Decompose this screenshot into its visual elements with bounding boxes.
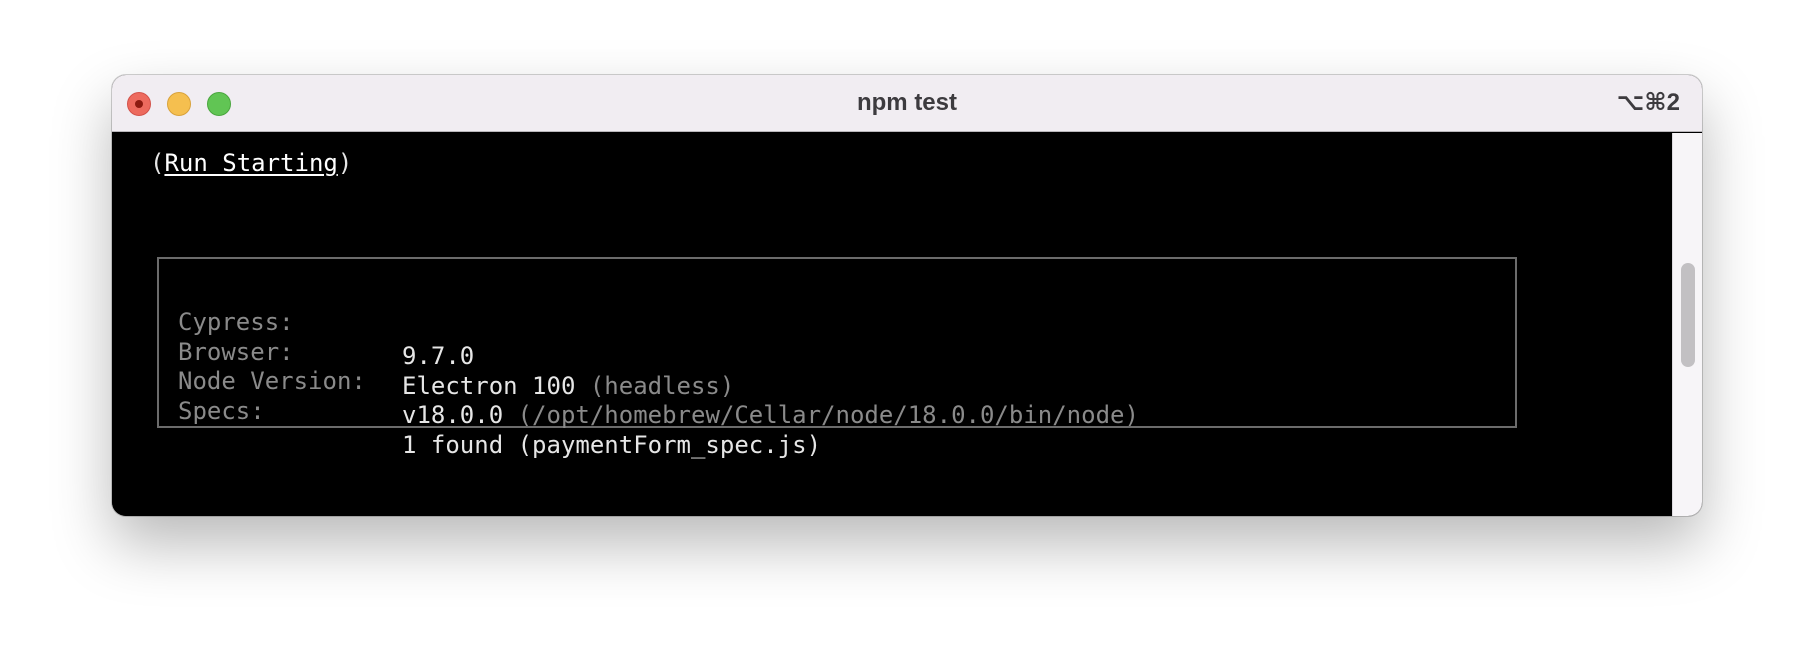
info-key: Node Version: xyxy=(178,367,366,395)
terminal-window: npm test ⌥⌘2 (Run Starting) Cypress: 9.7… xyxy=(112,75,1702,516)
title-bar[interactable]: npm test ⌥⌘2 xyxy=(112,75,1702,132)
info-row-cypress: Cypress: 9.7.0 xyxy=(178,271,474,370)
maximize-button[interactable] xyxy=(207,92,231,116)
run-info-box: Cypress: 9.7.0 Browser: Electron 100 (he… xyxy=(157,257,1517,459)
close-button[interactable] xyxy=(127,92,151,116)
info-row-node-version: Node Version: v18.0.0 (/opt/homebrew/Cel… xyxy=(178,330,1139,429)
window-shortcut-label: ⌥⌘2 xyxy=(1616,89,1680,116)
info-row-specs: Specs: 1 found (paymentForm_spec.js) xyxy=(178,360,821,459)
scrollbar-thumb[interactable] xyxy=(1681,263,1695,367)
run-starting-label: Run Starting xyxy=(164,149,338,177)
info-row-browser: Browser: Electron 100 (headless) xyxy=(178,301,734,400)
info-value: 1 found (paymentForm_spec.js) xyxy=(402,431,822,459)
info-key: Specs: xyxy=(178,397,265,425)
info-key: Cypress: xyxy=(178,308,294,336)
window-title: npm test xyxy=(856,89,957,116)
run-close-paren: ) xyxy=(337,149,353,177)
minimize-button[interactable] xyxy=(167,92,191,116)
info-value: v18.0.0 (/opt/homebrew/Cellar/node/18.0.… xyxy=(402,401,1139,429)
info-key: Browser: xyxy=(178,338,294,366)
run-starting-line: (Run Starting) xyxy=(150,149,352,177)
run-open-paren: ( xyxy=(150,149,165,177)
info-value: Electron 100 (headless) xyxy=(402,372,735,400)
close-icon xyxy=(135,100,143,108)
vertical-scrollbar[interactable] xyxy=(1672,133,1702,516)
terminal-output[interactable]: (Run Starting) Cypress: 9.7.0 Browser: E… xyxy=(112,133,1672,516)
info-value: 9.7.0 xyxy=(402,342,475,370)
